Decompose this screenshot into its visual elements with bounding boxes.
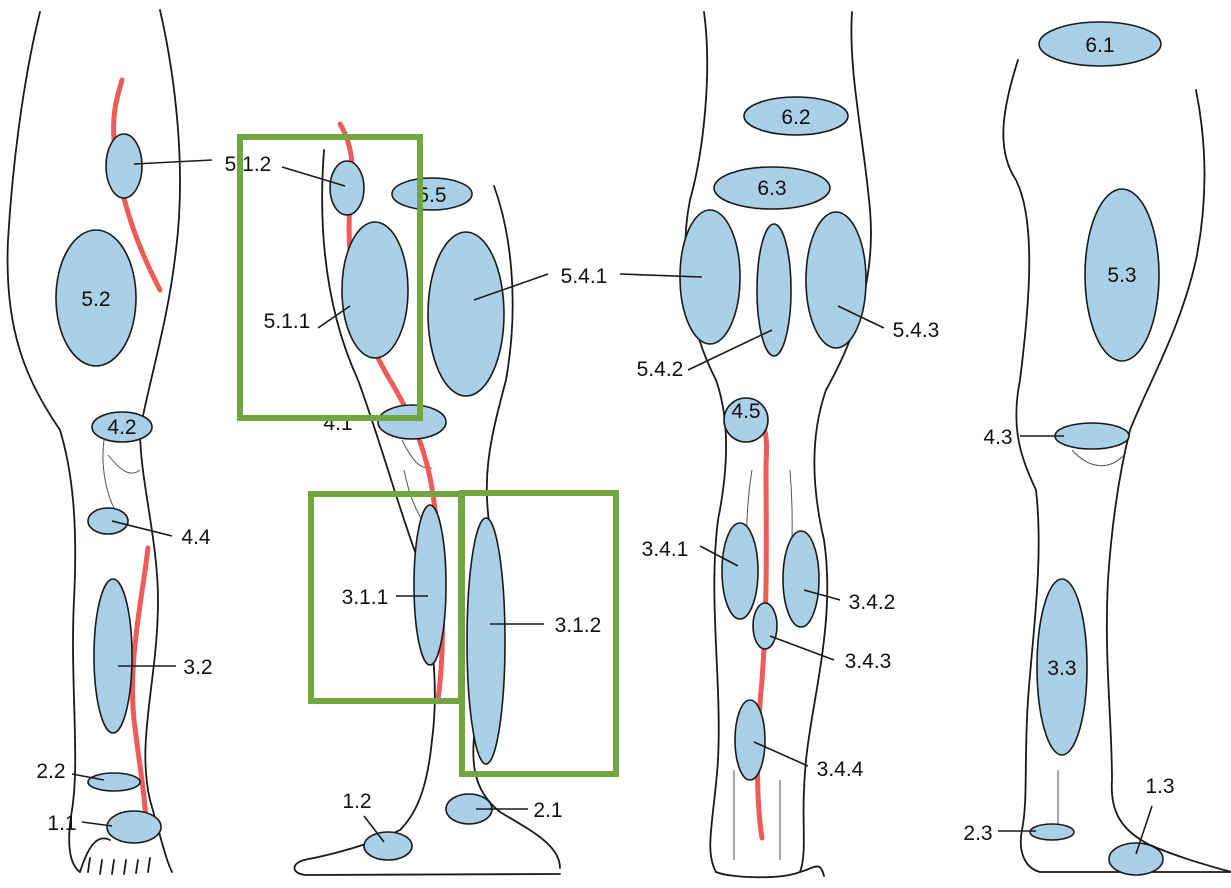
zone-3-3: 3.3 xyxy=(1037,579,1087,755)
callout-3-1-2-label: 3.1.2 xyxy=(555,614,602,637)
leg-front-foot xyxy=(80,838,150,874)
zone-4-2-label: 4.2 xyxy=(107,416,136,439)
zone-5-5: 5.5 xyxy=(392,178,472,210)
zone-5-4-2-ellipse xyxy=(757,224,791,356)
zone-4-5: 4.5 xyxy=(724,398,768,442)
zone-5-1-2-front-ellipse xyxy=(106,134,142,198)
callout-1-3: 1.3 xyxy=(1109,775,1175,875)
zone-3-3-label: 3.3 xyxy=(1047,657,1076,680)
zone-2-3-ellipse xyxy=(1030,824,1074,840)
callout-3-4-4-label: 3.4.4 xyxy=(817,758,864,781)
zone-6-3-label: 6.3 xyxy=(757,177,786,200)
leg-front-knee-line xyxy=(103,440,140,515)
callout-1-2: 1.2 xyxy=(342,790,412,860)
highlight-boxes xyxy=(240,137,616,774)
zone-5-3: 5.3 xyxy=(1085,189,1159,361)
leg-lateral-outline-back xyxy=(1003,60,1040,872)
callout-3-4-1: 3.4.1 xyxy=(642,523,758,619)
callout-5-4-3-label: 5.4.3 xyxy=(893,319,940,342)
leg-lateral-view xyxy=(1003,60,1231,872)
callout-3-4-1-label: 3.4.1 xyxy=(642,538,689,561)
zone-1-3-ellipse xyxy=(1109,843,1163,875)
leader-5-1-2-front xyxy=(134,160,212,164)
zone-4-3-ellipse xyxy=(1055,423,1129,449)
callout-5-1-1-label: 5.1.1 xyxy=(264,310,311,333)
zone-5-2-label: 5.2 xyxy=(81,288,110,311)
zone-5-1-2-medial-ellipse xyxy=(330,161,364,215)
zone-5-4-1-medial-ellipse xyxy=(428,232,504,396)
callout-3-2: 3.2 xyxy=(94,579,213,733)
zone-5-3-label: 5.3 xyxy=(1107,264,1136,287)
callout-2-2-label: 2.2 xyxy=(36,760,65,783)
callout-3-4-2-label: 3.4.2 xyxy=(849,591,896,614)
callout-4-3-label: 4.3 xyxy=(983,426,1012,449)
leg-front-view xyxy=(8,10,180,874)
leg-posterior-view xyxy=(685,12,871,877)
zone-3-2-ellipse xyxy=(94,579,132,733)
callout-3-2-label: 3.2 xyxy=(183,656,212,679)
callout-5-1-1: 5.1.1 xyxy=(264,222,408,358)
callout-2-1-label: 2.1 xyxy=(533,799,562,822)
callout-5-1-2: 5.1.2 xyxy=(106,134,364,215)
callout-1-2-label: 1.2 xyxy=(342,790,371,813)
callout-5-1-2-label: 5.1.2 xyxy=(225,153,272,176)
zone-4-2: 4.2 xyxy=(92,412,152,442)
zone-3-4-4-ellipse xyxy=(735,700,765,780)
zone-6-1-label: 6.1 xyxy=(1085,34,1114,57)
zone-4-1-ellipse xyxy=(378,405,446,439)
zone-4-5-label: 4.5 xyxy=(731,400,760,423)
zone-2-2-ellipse xyxy=(88,773,140,791)
leg-front-outline-right xyxy=(140,10,180,872)
zone-3-1-1-ellipse xyxy=(414,505,446,665)
leg-posterior-outline-left xyxy=(685,12,726,872)
zone-3-4-2-ellipse xyxy=(783,531,819,627)
zone-6-1: 6.1 xyxy=(1039,22,1161,66)
leg-front-outline-left xyxy=(8,12,80,872)
callout-4-1: 4.1 xyxy=(323,405,446,439)
zone-6-3: 6.3 xyxy=(714,167,830,209)
zone-1-2-ellipse xyxy=(364,832,412,860)
callout-3-4-4: 3.4.4 xyxy=(735,700,864,781)
callout-3-1-1-label: 3.1.1 xyxy=(342,586,389,609)
callout-3-1-1: 3.1.1 xyxy=(342,505,446,665)
callout-3-1-2: 3.1.2 xyxy=(467,518,601,764)
zone-4-4-ellipse xyxy=(88,508,128,534)
callout-5-4-2-label: 5.4.2 xyxy=(637,358,684,381)
callout-1-1-label: 1.1 xyxy=(47,812,76,835)
labeled-zones: 6.1 6.2 6.3 5.5 5.3 5.2 4.2 4.5 xyxy=(56,22,1161,755)
zone-5-1-1-ellipse xyxy=(342,222,408,358)
zone-3-1-2-ellipse xyxy=(467,518,505,764)
callout-3-4-2: 3.4.2 xyxy=(783,531,895,627)
callout-2-2: 2.2 xyxy=(36,760,140,791)
leg-posterior-outline-right xyxy=(800,12,871,872)
callout-2-3: 2.3 xyxy=(963,822,1074,845)
zone-6-2-label: 6.2 xyxy=(781,106,810,129)
callout-5-4-1-label: 5.4.1 xyxy=(561,265,608,288)
zone-5-2: 5.2 xyxy=(56,230,136,366)
zone-3-4-3-ellipse xyxy=(753,603,777,649)
callout-3-4-3-label: 3.4.3 xyxy=(845,650,892,673)
zone-6-2: 6.2 xyxy=(744,97,848,135)
zone-1-1-ellipse xyxy=(107,811,161,843)
callout-4-3: 4.3 xyxy=(983,423,1129,449)
callout-1-3-label: 1.3 xyxy=(1145,775,1174,798)
zone-3-4-1-ellipse xyxy=(722,523,758,619)
callout-5-4-3: 5.4.3 xyxy=(806,212,939,348)
callout-zones: 5.1.2 5.1.1 5.4.1 5.4.2 5.4.3 4.1 xyxy=(36,134,1174,875)
leg-posterior-heel xyxy=(716,866,824,877)
callout-2-3-label: 2.3 xyxy=(963,822,992,845)
callout-4-4-label: 4.4 xyxy=(181,526,211,549)
leg-medial-foot xyxy=(294,830,560,875)
zone-5-4-3-ellipse xyxy=(806,212,866,348)
callout-2-1: 2.1 xyxy=(446,794,563,824)
